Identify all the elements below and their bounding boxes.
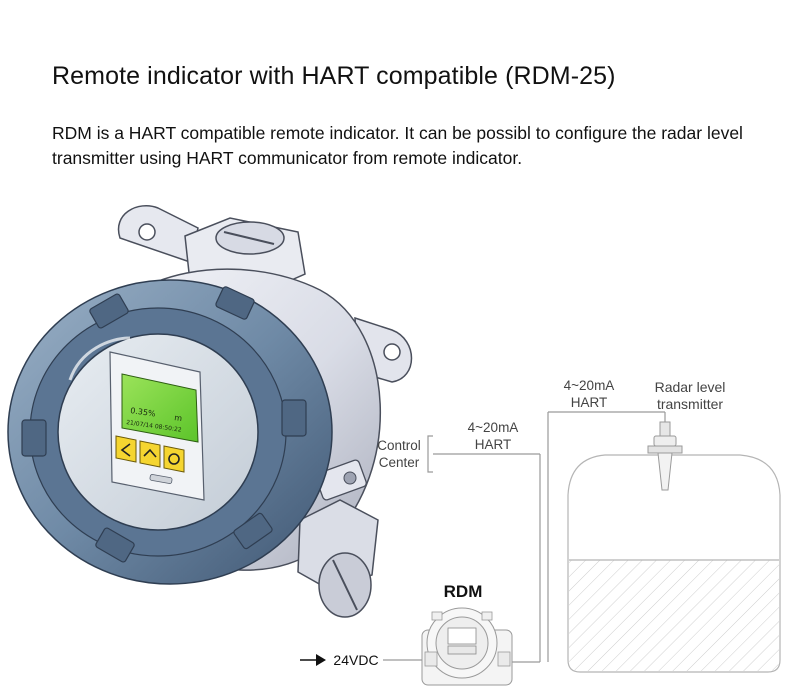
signal-label-left: 4~20mA HART [467,420,519,452]
transmitter-label: Radar level transmitter [654,379,726,412]
device-screen-value: 0.35% [130,406,157,419]
rdm-device [421,607,513,686]
rdm-label: RDM [443,582,483,601]
device-illustration: 0.35% m 21/07/14 08:50:22 [7,205,413,618]
device-screen-unit: m [174,413,183,423]
left-arrow-icon [120,443,131,457]
power-arrow [300,654,326,666]
signal-label-right: 4~20mA HART [563,378,615,410]
control-center-label: Control Center [377,438,421,470]
power-label: 24VDC [333,652,379,668]
up-arrow-icon [143,448,157,458]
refresh-icon [168,453,180,465]
tank [567,421,781,673]
page-title: Remote indicator with HART compatible (R… [52,62,616,90]
wiring [383,411,666,663]
page-description: RDM is a HART compatible remote indicato… [52,123,743,168]
device-keypad [115,435,185,473]
radar-transmitter [647,421,683,491]
